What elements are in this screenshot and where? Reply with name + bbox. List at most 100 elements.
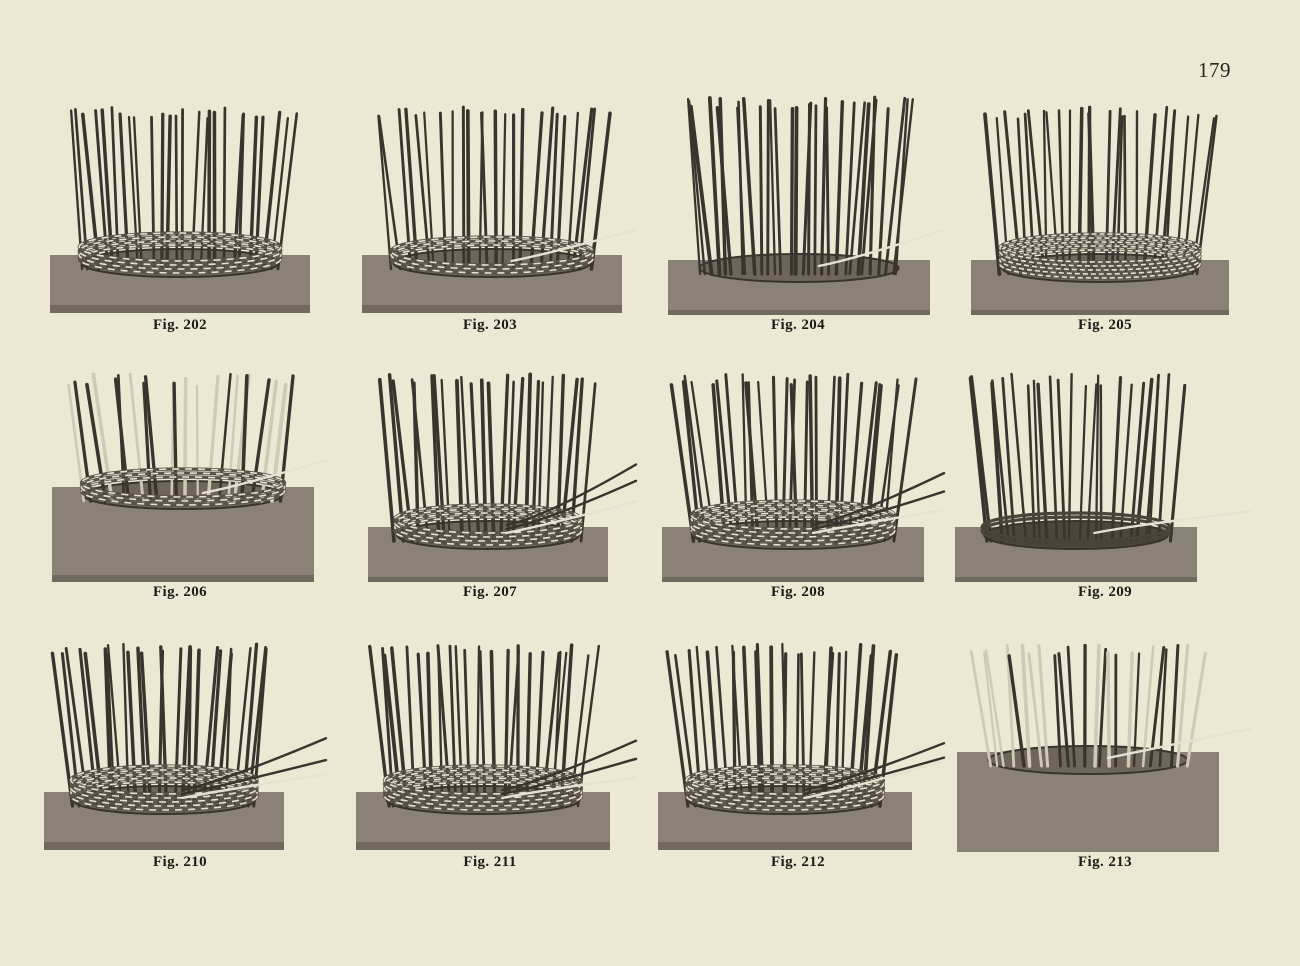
stake xyxy=(142,381,153,503)
stake xyxy=(1078,384,1088,543)
basket-illustration xyxy=(52,372,328,582)
weave-row xyxy=(980,515,1172,547)
stake xyxy=(1045,111,1060,276)
figure-211: Fig. 211 xyxy=(340,632,640,892)
stake xyxy=(793,105,799,276)
stake xyxy=(736,106,747,276)
stake xyxy=(844,101,856,276)
loose-weaver xyxy=(803,741,946,792)
stake xyxy=(741,97,757,276)
loose-weaver xyxy=(1106,727,1253,760)
basket-illustration xyxy=(50,106,310,313)
weaver-strand xyxy=(394,512,582,542)
basket-illustration xyxy=(362,105,638,313)
stake xyxy=(1132,652,1141,768)
stake xyxy=(143,375,159,503)
basket-photo xyxy=(340,95,640,315)
figure-caption: Fig. 213 xyxy=(1077,854,1133,870)
stake xyxy=(1110,375,1123,543)
stake xyxy=(856,381,878,543)
figure-caption: Fig. 211 xyxy=(463,854,517,870)
figure-caption: Fig. 210 xyxy=(152,854,208,870)
stake xyxy=(813,104,818,276)
stake xyxy=(183,377,188,503)
stake xyxy=(724,373,741,543)
stake xyxy=(1170,644,1180,768)
basket-photo xyxy=(955,632,1255,852)
stake xyxy=(278,374,295,503)
stake xyxy=(217,372,232,503)
board-edge xyxy=(362,305,622,313)
stake xyxy=(707,96,722,276)
loose-weaver xyxy=(1093,510,1253,535)
stake xyxy=(270,116,290,271)
weave-row xyxy=(980,511,1172,543)
figure-caption: Fig. 209 xyxy=(1077,584,1133,600)
stake xyxy=(968,376,989,543)
stake xyxy=(848,101,866,276)
stake xyxy=(1126,651,1134,768)
basket-photo xyxy=(955,362,1255,582)
board-edge xyxy=(50,305,310,313)
weaver-strand xyxy=(685,777,885,807)
stake xyxy=(768,99,777,276)
stake xyxy=(687,99,707,276)
basket-illustration xyxy=(971,105,1229,315)
stake xyxy=(1037,644,1050,768)
stake xyxy=(160,112,165,271)
basket-illustration xyxy=(658,642,946,850)
stake xyxy=(715,105,733,276)
loose-weaver xyxy=(501,757,638,796)
stake xyxy=(1005,644,1016,768)
stake xyxy=(172,381,178,503)
weaver-strand xyxy=(685,765,885,795)
weaver-strand xyxy=(999,249,1201,279)
loose-weaver xyxy=(803,759,946,800)
stake xyxy=(1027,652,1043,768)
stake xyxy=(463,648,472,808)
loose-weaver xyxy=(817,228,946,268)
weaver-strand xyxy=(383,773,583,803)
board-edge xyxy=(662,577,924,582)
weaver-strand xyxy=(685,781,885,811)
board-edge xyxy=(658,842,912,850)
loose-weaver xyxy=(811,490,946,531)
stake xyxy=(589,111,612,271)
basket-illustration xyxy=(957,643,1253,852)
loose-weaver xyxy=(501,776,638,800)
stake xyxy=(990,379,1010,543)
figure-203: Fig. 203 xyxy=(340,95,640,355)
stake xyxy=(1157,373,1171,543)
stake xyxy=(377,377,396,543)
basket-illustration xyxy=(955,372,1253,582)
stake xyxy=(868,95,877,276)
board-edge xyxy=(356,842,610,850)
loose-weaver xyxy=(505,463,638,527)
figure-206: Fig. 206 xyxy=(30,362,330,622)
basket-photo xyxy=(648,362,948,582)
weave-row xyxy=(389,235,595,267)
basket-photo xyxy=(340,632,640,852)
stake xyxy=(480,111,489,271)
stake xyxy=(1152,105,1169,276)
weave-row xyxy=(689,507,897,539)
loose-weaver xyxy=(201,459,328,495)
stake xyxy=(69,109,84,271)
stake xyxy=(669,383,696,543)
weave-row xyxy=(77,235,283,267)
stake xyxy=(1026,109,1046,276)
stake xyxy=(1164,115,1176,276)
stake xyxy=(766,99,770,276)
stake xyxy=(1093,643,1101,768)
weaver-strand xyxy=(78,232,282,262)
stake xyxy=(820,96,828,276)
stake xyxy=(1020,643,1032,768)
weaver-strand xyxy=(394,516,582,546)
weaver-strand xyxy=(999,233,1201,263)
weaver-strand xyxy=(685,773,885,803)
board-edge xyxy=(971,310,1229,315)
figure-208: Fig. 208 xyxy=(648,362,948,622)
stake xyxy=(715,379,734,543)
stake xyxy=(825,106,831,276)
weaver-strand xyxy=(394,504,582,534)
